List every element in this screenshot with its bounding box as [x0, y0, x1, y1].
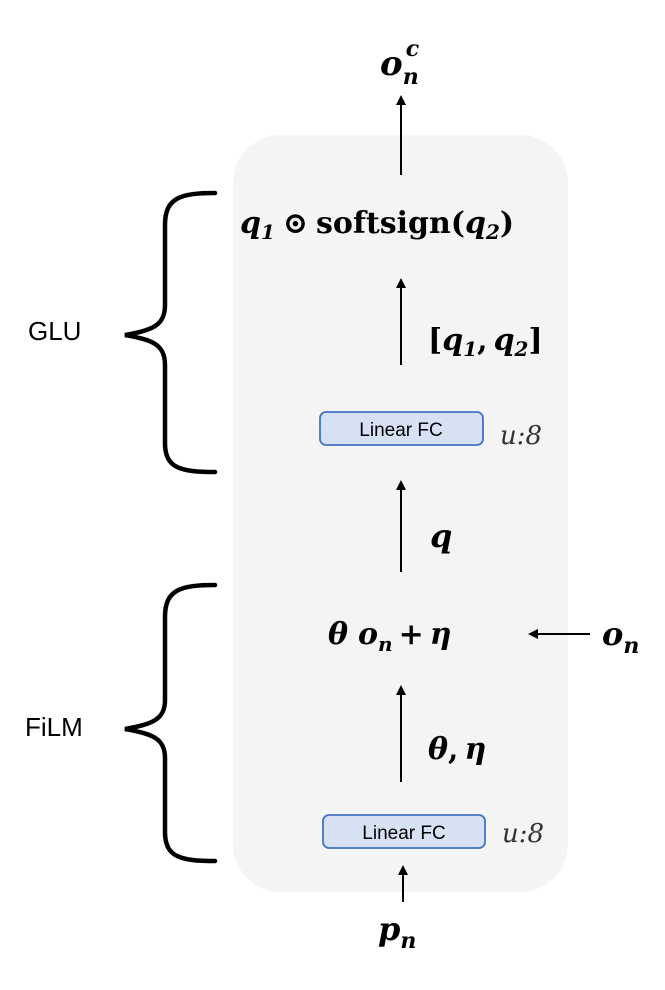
output-label: onc	[380, 36, 420, 90]
glu-linear-fc-box	[319, 411, 484, 446]
glu-label: GLU	[28, 316, 81, 346]
side-input-label: on	[602, 615, 639, 659]
film-linear-fc-box	[322, 814, 486, 849]
film-label: FiLM	[25, 712, 83, 742]
glu-split-label: [q1,q2]	[428, 323, 543, 361]
input-label: pn	[378, 910, 416, 954]
glu-expression: q1⊙softsign(q2)	[240, 206, 514, 244]
film-linear-fc-label: Linear FC	[362, 823, 445, 844]
glu-linear-fc-label: Linear FC	[359, 420, 442, 441]
q-label: q	[430, 517, 452, 555]
glu-brace	[124, 190, 218, 475]
glu-units-label: u:8	[500, 421, 542, 451]
film-brace	[124, 582, 218, 864]
film-units-label: u:8	[502, 819, 544, 849]
film-params-label: θ,η	[428, 732, 486, 767]
